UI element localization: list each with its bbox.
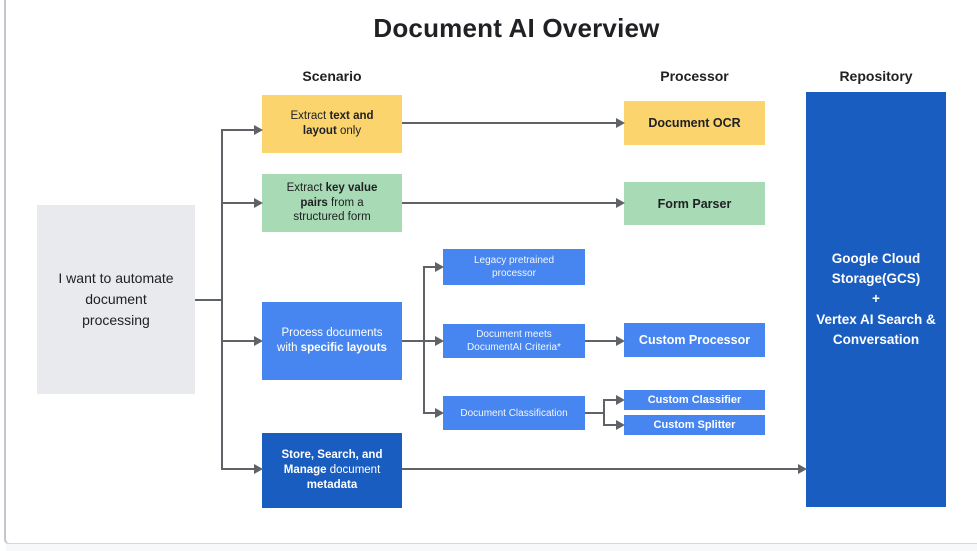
connector-text-to-ocr (402, 122, 616, 124)
node-processor-custom-processor: Custom Processor (624, 323, 765, 357)
connector-to-criteria (423, 340, 435, 342)
connector-keyvalue-to-formparser (402, 202, 616, 204)
connector-to-classifier (603, 399, 616, 401)
connector-to-splitter (603, 424, 616, 426)
column-header-repository: Repository (839, 68, 913, 84)
arrowhead-icon (254, 336, 263, 346)
connector-layouts-to-subtrunk (402, 340, 424, 342)
arrowhead-icon (254, 125, 263, 135)
connector-to-store-search (221, 468, 254, 470)
arrowhead-icon (616, 336, 625, 346)
node-processor-document-ocr: Document OCR (624, 101, 765, 145)
node-processor-custom-splitter: Custom Splitter (624, 415, 765, 435)
column-header-processor: Processor (660, 68, 729, 84)
page-title: Document AI Overview (373, 13, 660, 43)
arrowhead-icon (254, 464, 263, 474)
node-processor-form-parser: Form Parser (624, 182, 765, 225)
arrowhead-icon (798, 464, 807, 474)
connector-to-extract-text (221, 129, 254, 131)
column-header-scenario: Scenario (302, 68, 362, 84)
arrowhead-icon (616, 420, 625, 430)
arrowhead-icon (435, 336, 444, 346)
arrowhead-icon (616, 198, 625, 208)
connector-fork (603, 399, 605, 426)
connector-classification-to-fork (585, 412, 604, 414)
page-margin-strip (6, 544, 977, 551)
connector-to-specific-layouts (221, 340, 254, 342)
node-processor-custom-classifier: Custom Classifier (624, 390, 765, 410)
arrowhead-icon (435, 262, 444, 272)
arrowhead-icon (616, 118, 625, 128)
connector-to-legacy (423, 266, 435, 268)
connector-trunk-main (221, 129, 223, 470)
arrowhead-icon (616, 395, 625, 405)
connector-store-to-repository (402, 468, 798, 470)
arrowhead-icon (254, 198, 263, 208)
connector-to-key-value (221, 202, 254, 204)
arrowhead-icon (435, 408, 444, 418)
connector-criteria-to-customprocessor (585, 340, 616, 342)
connector-to-classification (423, 412, 435, 414)
connector-root-to-trunk (195, 299, 222, 301)
node-option-document-classification: Document Classification (443, 396, 585, 430)
